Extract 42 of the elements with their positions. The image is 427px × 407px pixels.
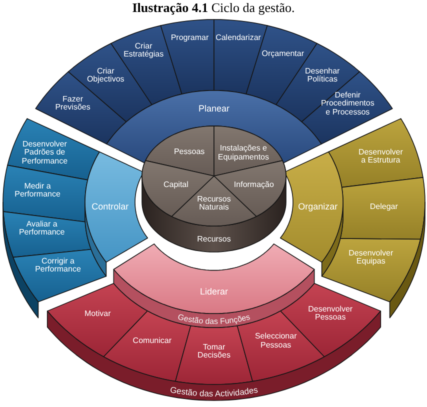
function-segment [279,151,344,263]
ring-side-band [46,310,382,402]
activity-label: Comunicar [132,337,172,346]
resource-cylinder [141,125,287,253]
resource-label: Recursos Naturais [196,195,232,212]
activity-label: Desenvolver Equipas [348,250,394,266]
activity-label: Orçamentar [260,50,305,58]
activity-segment [12,248,107,303]
activity-label: Delegar [368,203,399,212]
activity-label: Seleccionar Pessoas [254,333,298,350]
activity-label: Calendarizar [214,34,262,42]
activity-label: Medir a Performance [14,182,62,199]
activity-segment [174,325,254,385]
resource-label: Pessoas [173,148,206,157]
band-caption: Gestão das Funções [177,312,252,326]
activity-segment [321,238,421,303]
band-caption: Gestão das Actividades [169,384,259,398]
activity-label: Desenvolver Padrões de Performance [21,140,68,166]
activity-label: Criar Objectivos [86,67,126,84]
pie-slice [145,125,215,177]
figure-title: Ilustração 4.1 Ciclo da gestão. [132,0,295,15]
activity-label: Defenir Procedimentos e Processos [320,91,376,117]
activity-segment [327,118,424,188]
activity-label: Corrigir a Performance [34,258,82,274]
resource-label: Instalações e Equipamentos [216,144,270,162]
resource-label: Capital [162,180,189,189]
function-label: Controlar [90,202,130,212]
activity-label: Programar [170,34,210,42]
activity-label: Motivar [84,309,112,318]
activity-label: Criar Estratégias [122,42,165,60]
activity-label: Avaliar a Performance [18,220,66,238]
resource-label: Informação [232,180,275,190]
activity-label: Tomar Decisões [197,343,231,360]
function-label: Liderar [199,287,229,297]
resource-label: Recursos [196,236,232,244]
activity-label: Fazer Previsões [54,96,92,112]
activity-label: Desenvolver Pessoas [307,305,354,322]
activity-label: Desenvolver a Estrutura [358,148,404,166]
function-label: Organizar [297,202,338,212]
function-label: Planear [198,104,230,114]
function-segment [84,151,149,263]
activity-label: Desenhar Políticas [304,67,340,84]
